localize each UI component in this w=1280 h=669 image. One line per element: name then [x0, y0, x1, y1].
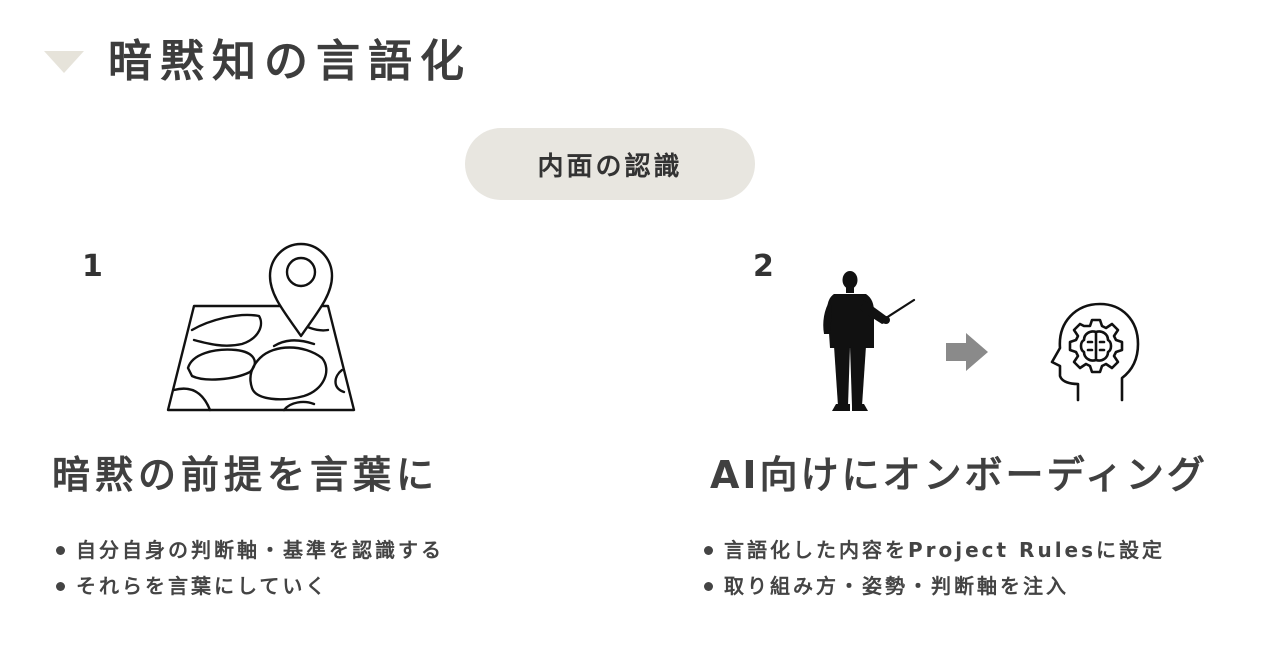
list-item-text: 自分自身の判断軸・基準を認識する: [76, 538, 444, 562]
list-item: それらを言葉にしていく: [54, 571, 444, 607]
list-item-text: 言語化した内容をProject Rulesに設定: [724, 538, 1166, 562]
list-item: 言語化した内容をProject Rulesに設定: [702, 535, 1165, 571]
bullet-dot-icon: [704, 546, 713, 555]
bullet-dot-icon: [56, 546, 65, 555]
section-number-2: 2: [753, 249, 774, 284]
arrow-right-icon: [946, 333, 988, 371]
category-pill-label: 内面の認識: [537, 151, 683, 182]
page-title: 暗黙知の言語化: [108, 36, 472, 87]
list-item-text: それらを言葉にしていく: [76, 574, 329, 598]
brain-gear-head-icon: [1050, 302, 1140, 402]
presenter-icon: [823, 271, 916, 411]
map-pin-icon: [166, 242, 356, 412]
list-item: 取り組み方・姿勢・判断軸を注入: [702, 571, 1165, 607]
section-number-1: 1: [82, 249, 103, 284]
list-item-text: 取り組み方・姿勢・判断軸を注入: [724, 574, 1069, 598]
category-pill: 内面の認識: [465, 128, 755, 200]
bullet-list-1: 自分自身の判断軸・基準を認識する それらを言葉にしていく: [54, 535, 444, 607]
triangle-marker-icon: [44, 51, 84, 73]
bullet-dot-icon: [56, 582, 65, 591]
bullet-dot-icon: [704, 582, 713, 591]
section-heading-2: AI向けにオンボーディング: [710, 453, 1208, 497]
bullet-list-2: 言語化した内容をProject Rulesに設定 取り組み方・姿勢・判断軸を注入: [702, 535, 1165, 607]
section-heading-1: 暗黙の前提を言葉に: [52, 453, 440, 497]
list-item: 自分自身の判断軸・基準を認識する: [54, 535, 444, 571]
